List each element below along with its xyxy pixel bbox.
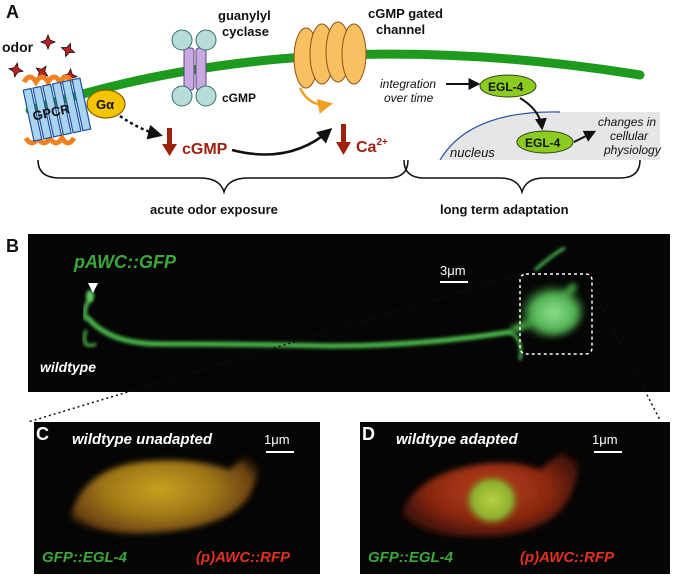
panel-c-green-label: GFP::EGL-4 (42, 549, 128, 566)
panel-a-letter: A (6, 2, 19, 22)
panel-d: D wildtype adapted 1μm GFP::EGL-4 (p)AWC… (360, 422, 670, 574)
panel-d-letter: D (362, 424, 375, 444)
acute-label: acute odor exposure (150, 202, 278, 217)
g-alpha: Gα (86, 89, 126, 119)
scale-label-c: 1μm (264, 432, 290, 447)
egl4-cytoplasm: EGL-4 (479, 74, 537, 98)
panel-d-condition: wildtype adapted (396, 431, 519, 448)
panel-d-red-label: (p)AWC::RFP (520, 549, 615, 566)
nucleus-envelope (439, 111, 561, 161)
odor-label: odor (2, 39, 34, 55)
acute-brace (37, 159, 409, 195)
guanylyl-label-2: cyclase (222, 24, 269, 39)
zoom-line-left (27, 273, 521, 423)
gpcr: GPCR (21, 74, 92, 146)
changes-label-2: cellular (610, 129, 649, 143)
scale-label-d: 1μm (592, 432, 618, 447)
pawc-gfp-label: pAWC::GFP (73, 252, 177, 272)
egl4-translocation-arrow (519, 97, 547, 131)
egl4-effect-arrow (573, 130, 597, 143)
panel-b-letter: B (6, 236, 19, 256)
integration-label-1: integration (380, 77, 436, 91)
nucleus-d (464, 474, 520, 526)
panel-c-red-label: (p)AWC::RFP (196, 549, 291, 566)
cgmp-small-label: cGMP (222, 91, 256, 105)
channel-label-1: cGMP gated (368, 6, 443, 21)
long-term-brace (403, 159, 641, 195)
changes-label-1: changes in (598, 115, 656, 129)
g-alpha-label: Gα (96, 97, 114, 112)
galpha-to-cgmp-arrow (119, 114, 163, 140)
scale-label-b: 3μm (440, 263, 466, 278)
ca-text: Ca (356, 139, 377, 156)
panel-c-letter: C (36, 424, 49, 444)
panel-c: C wildtype unadapted 1μm GFP::EGL-4 (p)A… (34, 422, 320, 574)
nucleus-label: nucleus (450, 145, 495, 160)
panel-c-condition: wildtype unadapted (72, 431, 213, 448)
panel-d-green-label: GFP::EGL-4 (368, 549, 454, 566)
ca-label: Ca2+ (356, 137, 388, 156)
cgmp-big-label: cGMP (182, 141, 228, 158)
changes-label-3: physiology (603, 143, 662, 157)
ca-decrease-arrow (336, 124, 351, 155)
egl4-nucleus: EGL-4 (516, 130, 574, 154)
wildtype-label-b: wildtype (40, 359, 96, 375)
awc-neuron (82, 246, 584, 361)
panel-a: A odor GPCR (2, 2, 662, 217)
guanylyl-cyclase (171, 29, 217, 107)
cell-c (70, 436, 268, 534)
ca-superscript: 2+ (376, 137, 388, 148)
panel-b: B pAWC::GFP 3μm wildtype (6, 234, 670, 392)
channel-label-2: channel (376, 22, 425, 37)
cgmp-to-ca-arrow (231, 128, 333, 156)
long-term-label: long term adaptation (440, 202, 569, 217)
integration-label-2: over time (384, 91, 434, 105)
zoom-box (519, 273, 593, 355)
guanylyl-label-1: guanylyl (218, 8, 271, 23)
egl4-top-label: EGL-4 (488, 80, 524, 94)
arrowhead-marker (88, 283, 98, 293)
egl4-bottom-label: EGL-4 (525, 136, 561, 150)
cgmp-gated-channel (293, 21, 367, 114)
cgmp-decrease-arrow (162, 128, 177, 156)
